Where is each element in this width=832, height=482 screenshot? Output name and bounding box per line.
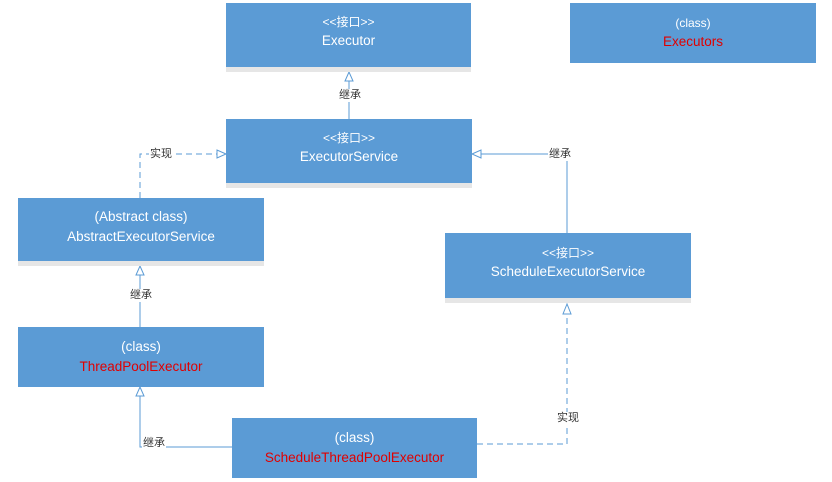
schedule-executor-service-stereotype: <<接口>> bbox=[541, 245, 595, 260]
abstract-executor-service-box: (Abstract class) AbstractExecutorService bbox=[18, 198, 264, 266]
edge-label-service-to-executor: 继承 bbox=[338, 89, 362, 102]
executor-service-interface-box: <<接口>> ExecutorService bbox=[226, 119, 472, 188]
schedule-executor-service-name: ScheduleExecutorService bbox=[490, 263, 646, 279]
thread-pool-executor-class-box: (class) ThreadPoolExecutor bbox=[18, 327, 264, 387]
edge-stpe-to-schedule bbox=[477, 302, 572, 445]
abstract-executor-service-name: AbstractExecutorService bbox=[67, 228, 215, 244]
abstract-executor-service-stereotype: (Abstract class) bbox=[94, 208, 188, 224]
edge-abstract-to-service bbox=[139, 149, 228, 198]
executors-class-box: (class) Executors bbox=[570, 3, 816, 63]
executor-service-stereotype: <<接口>> bbox=[322, 131, 376, 145]
schedule-executor-service-interface-box: <<接口>> ScheduleExecutorService bbox=[445, 233, 691, 303]
edge-schedule-to-service bbox=[470, 149, 568, 233]
schedule-thread-pool-executor-class-box: (class) ScheduleThreadPoolExecutor bbox=[232, 418, 477, 478]
executor-stereotype: <<接口>> bbox=[322, 15, 375, 29]
schedule-thread-pool-executor-name: ScheduleThreadPoolExecutor bbox=[264, 450, 445, 465]
edge-label-schedule-to-service: 继承 bbox=[548, 148, 572, 161]
edge-label-stpe-to-schedule: 实现 bbox=[556, 412, 580, 425]
executors-name: Executors bbox=[662, 34, 724, 49]
edge-label-stpe-to-threadpool: 继承 bbox=[142, 437, 166, 450]
edge-label-abstract-to-service: 实现 bbox=[149, 148, 173, 161]
thread-pool-executor-name: ThreadPoolExecutor bbox=[79, 359, 203, 374]
executor-interface-box: <<接口>> Executor bbox=[226, 3, 471, 72]
executor-name: Executor bbox=[321, 33, 376, 48]
edge-label-threadpool-to-abstract: 继承 bbox=[129, 289, 153, 302]
edge-stpe-to-threadpool bbox=[135, 385, 232, 448]
executor-service-name: ExecutorService bbox=[299, 149, 399, 164]
thread-pool-executor-stereotype: (class) bbox=[121, 339, 161, 354]
schedule-thread-pool-executor-stereotype: (class) bbox=[334, 430, 375, 445]
executors-stereotype: (class) bbox=[675, 16, 711, 30]
